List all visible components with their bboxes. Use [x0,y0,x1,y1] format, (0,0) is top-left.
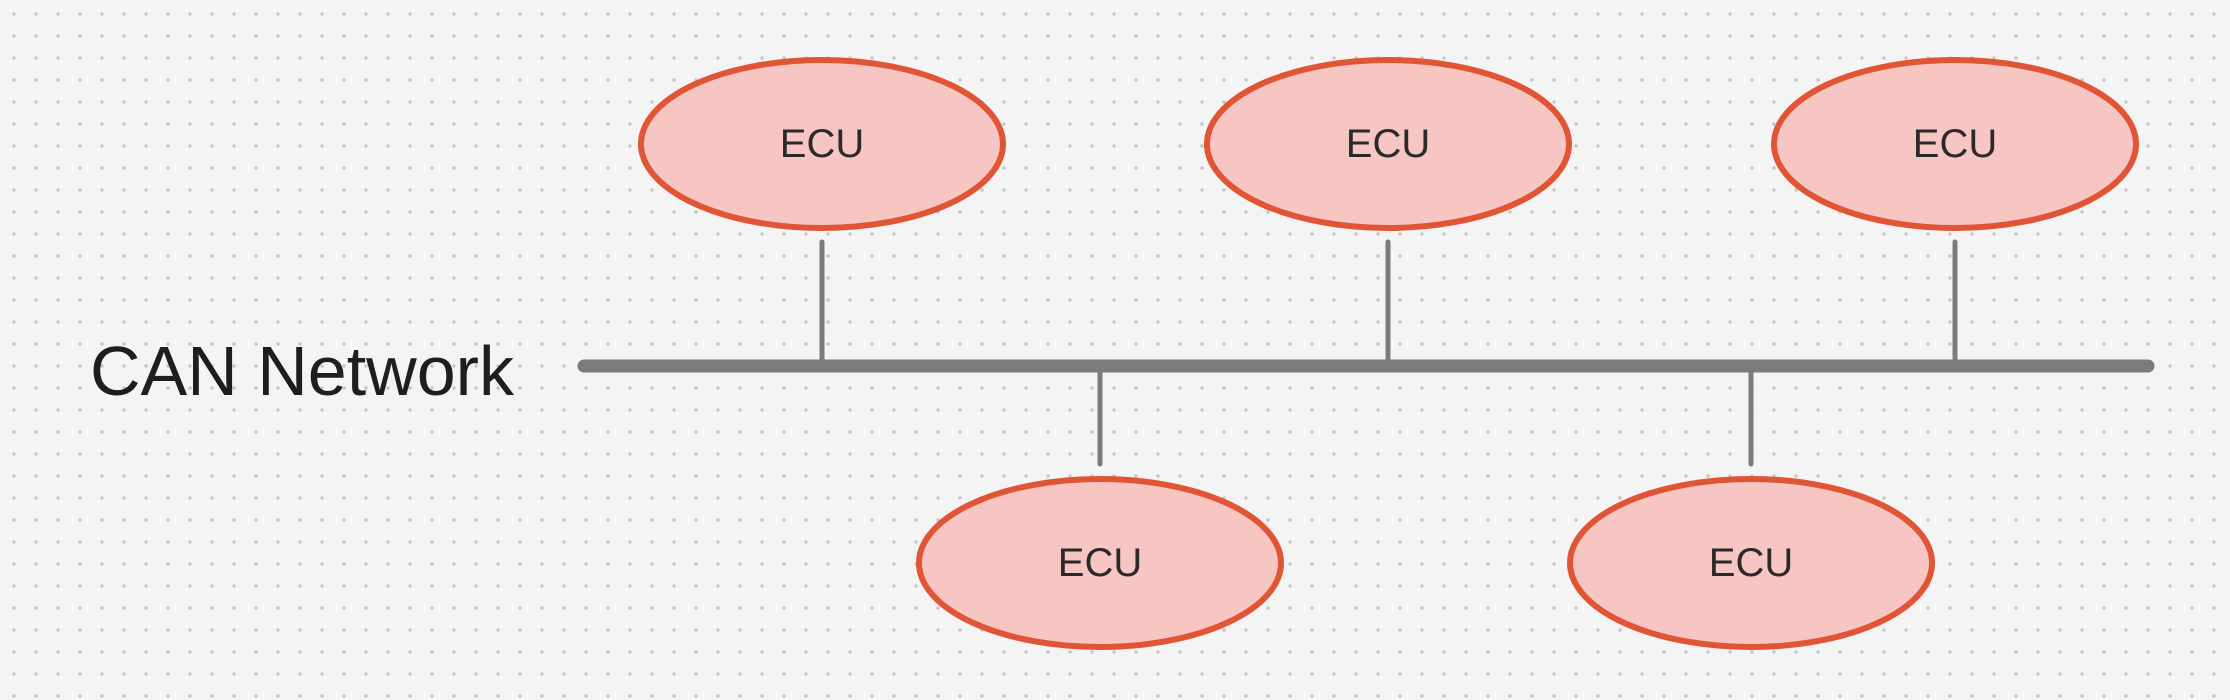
ecu-ellipse [1567,476,1935,650]
ecu-node-1[interactable]: ECU [638,57,1006,231]
network-title: CAN Network [90,332,515,410]
ecu-label: ECU [1346,122,1430,166]
ecu-node-4[interactable]: ECU [916,476,1284,650]
ecu-label: ECU [1709,541,1793,585]
ecu-node-2[interactable]: ECU [1204,57,1572,231]
ecu-node-5[interactable]: ECU [1567,476,1935,650]
ecu-label: ECU [780,122,864,166]
ecu-ellipse [916,476,1284,650]
ecu-label: ECU [1058,541,1142,585]
ecu-ellipse [1204,57,1572,231]
ecu-node-3[interactable]: ECU [1771,57,2139,231]
ecu-ellipse [638,57,1006,231]
ecu-label: ECU [1913,122,1997,166]
ecu-ellipse [1771,57,2139,231]
